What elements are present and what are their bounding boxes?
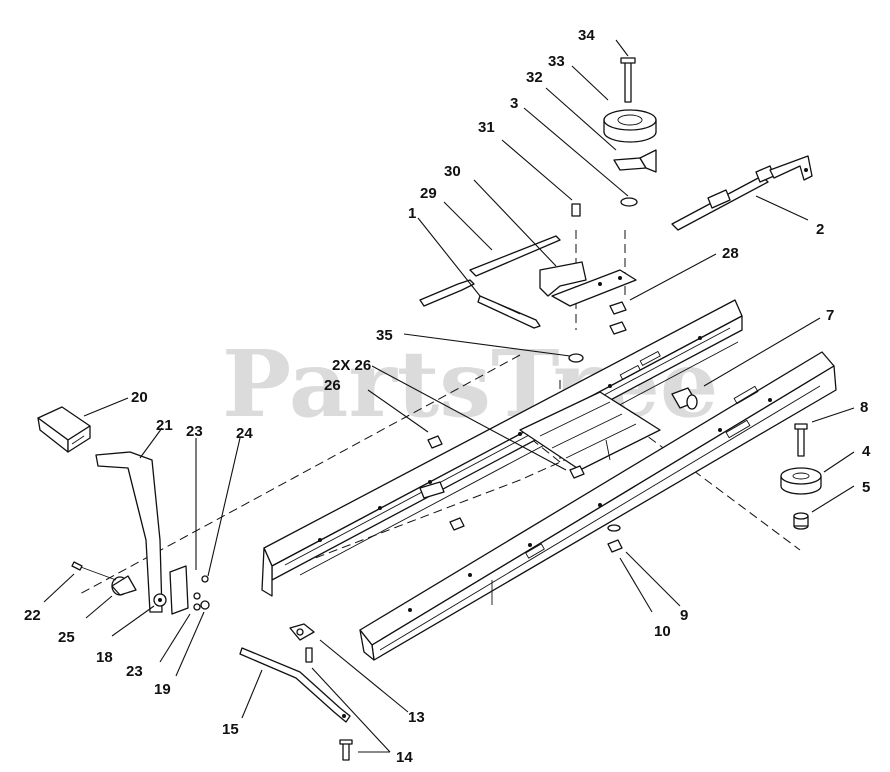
label-20: 20: [131, 389, 148, 406]
label-23-top: 23: [186, 423, 203, 440]
label-2x26: 2X 26: [332, 357, 371, 374]
idler-pulley-upper: [571, 57, 657, 217]
callout-labels: 34 33 32 3 31 30 29 1 2 28 7 35 2X 26 26…: [24, 27, 871, 766]
idler-bracket: [551, 269, 637, 307]
label-32: 32: [526, 69, 543, 86]
tension-rod: [671, 155, 813, 231]
label-13: 13: [408, 709, 425, 726]
leader-lines: [43, 39, 855, 753]
label-28: 28: [722, 245, 739, 262]
label-33: 33: [548, 53, 565, 70]
label-29: 29: [420, 185, 437, 202]
fasteners-center: [419, 301, 627, 531]
idler-pulley-lower: [607, 423, 822, 553]
cross-member: [519, 391, 661, 471]
label-3: 3: [510, 95, 518, 112]
label-21: 21: [156, 417, 173, 434]
label-22: 22: [24, 607, 41, 624]
frame-rail-left: [261, 299, 743, 597]
label-26: 26: [324, 377, 341, 394]
label-24: 24: [236, 425, 253, 442]
pedal-pad: [37, 406, 91, 453]
label-4: 4: [862, 443, 871, 460]
fitting: [671, 387, 698, 410]
control-rods: [419, 235, 587, 329]
label-7: 7: [826, 307, 834, 324]
label-35: 35: [376, 327, 393, 344]
pedal-bracket: [71, 561, 210, 615]
label-15: 15: [222, 721, 239, 738]
label-30: 30: [444, 163, 461, 180]
brake-rod: [239, 647, 351, 723]
label-23-bottom: 23: [126, 663, 143, 680]
label-19: 19: [154, 681, 171, 698]
label-5: 5: [862, 479, 870, 496]
label-31: 31: [478, 119, 495, 136]
label-9: 9: [680, 607, 688, 624]
label-14: 14: [396, 749, 413, 766]
label-8: 8: [860, 399, 868, 416]
label-18: 18: [96, 649, 113, 666]
label-2: 2: [816, 221, 824, 238]
label-25: 25: [58, 629, 75, 646]
clamp-and-bolts: [289, 623, 353, 761]
label-34: 34: [578, 27, 595, 44]
label-1: 1: [408, 205, 416, 222]
frame-rail-right: [359, 351, 837, 661]
label-10: 10: [654, 623, 671, 640]
